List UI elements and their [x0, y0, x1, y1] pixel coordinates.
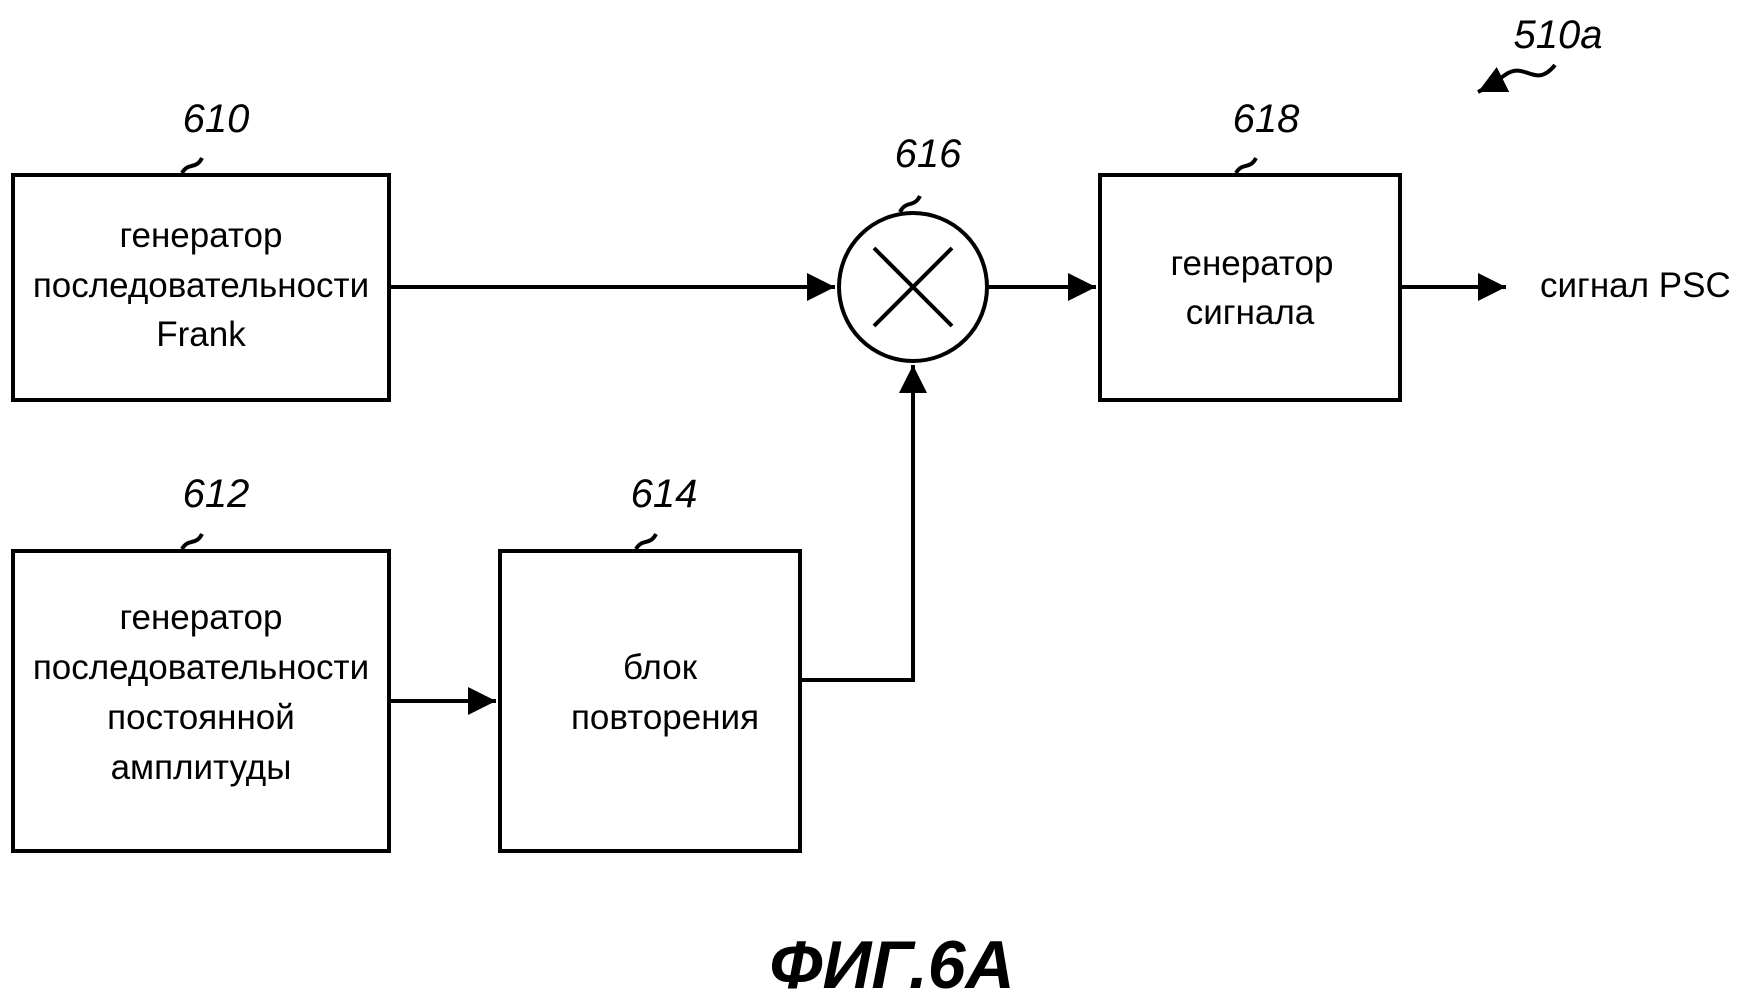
multiplier-block: 616: [837, 132, 989, 363]
block-618-line-1: генератор: [1171, 244, 1334, 283]
repetition-block: 614 блок повторения: [498, 472, 802, 853]
block-612-leader: [180, 532, 204, 551]
block-616-leader: [898, 194, 922, 214]
block-610-line-2: последовательности: [33, 266, 369, 305]
figure-ref-label: 510a: [1514, 13, 1603, 57]
block-614-ref: 614: [631, 472, 698, 516]
block-610-ref: 610: [183, 97, 250, 141]
block-618-ref: 618: [1233, 97, 1300, 141]
block-612-line-2: последовательности: [33, 648, 369, 687]
block-610-line-3: Frank: [156, 315, 246, 354]
output-label: сигнал PSC: [1540, 266, 1731, 305]
block-612-line-1: генератор: [120, 598, 283, 637]
frank-sequence-generator-block: 610 генератор последовательности Frank: [11, 97, 391, 402]
block-610-line-1: генератор: [120, 216, 283, 255]
multiplier-cross-b: [872, 246, 954, 328]
figure-caption: ФИГ.6А: [769, 927, 1014, 1001]
block-612-line-3: постоянной: [107, 698, 295, 737]
block-618-line-2: сигнала: [1186, 293, 1315, 332]
block-612-frame: [11, 549, 391, 853]
signal-generator-block: 618 генератор сигнала: [1098, 97, 1402, 402]
arrow-614-to-616: [800, 365, 927, 682]
block-614-leader: [634, 532, 658, 551]
block-612-line-4: амплитуды: [111, 748, 292, 787]
block-614-line-2: повторения: [571, 698, 759, 737]
block-616-ref: 616: [895, 132, 962, 176]
block-614-line-1: блок: [623, 648, 698, 687]
block-614-frame: [498, 549, 802, 853]
constant-amplitude-sequence-generator-block: 612 генератор последовательности постоян…: [11, 472, 391, 853]
block-618-leader: [1234, 156, 1258, 175]
block-612-ref: 612: [183, 472, 250, 516]
block-618-frame: [1098, 173, 1402, 402]
block-610-leader: [180, 156, 204, 175]
figure-ref-pointer: [1477, 63, 1557, 94]
block-610-frame: [11, 173, 391, 402]
